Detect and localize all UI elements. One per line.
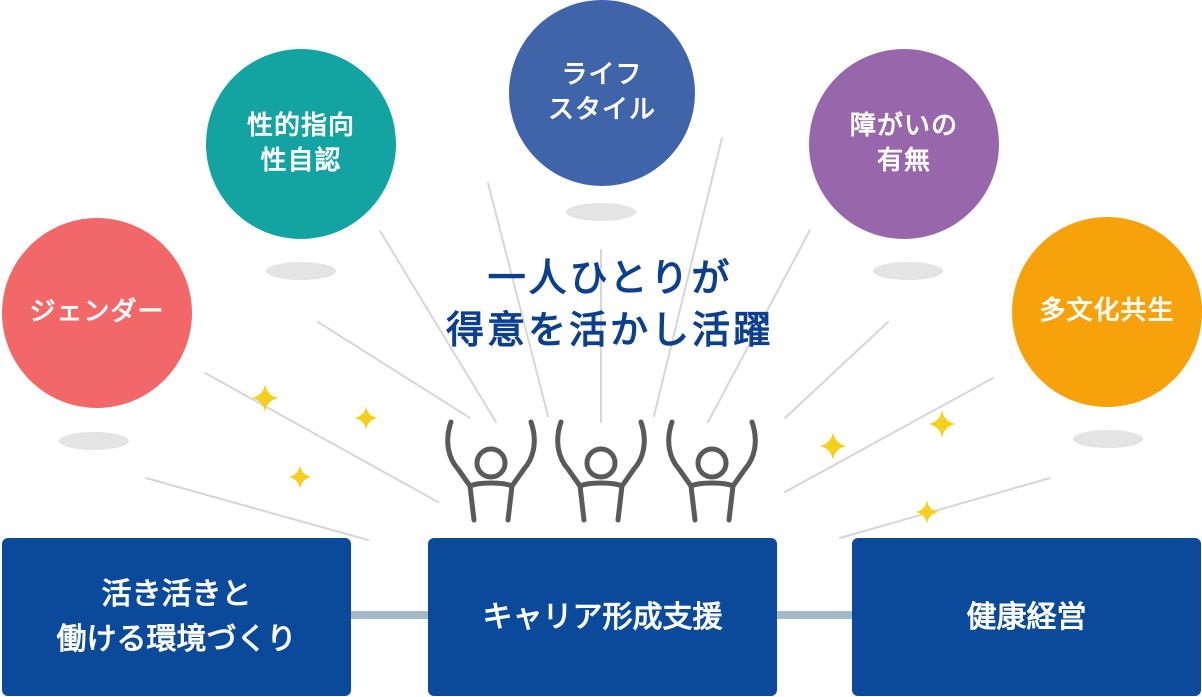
- attribute-label: ジェンダー: [29, 297, 165, 328]
- pillar-work-environment: 活き活きと 働ける環境づくり: [2, 538, 351, 696]
- attribute-disability: 障がいの 有無: [809, 49, 999, 239]
- attribute-sexual-orientation: 性的指向 性自認: [206, 49, 396, 239]
- circle-shadow: [566, 203, 636, 221]
- headline-line-1: 一人ひとりが: [487, 256, 733, 300]
- attribute-lifestyle: ライフ スタイル: [509, 0, 695, 186]
- person-cheering-icon: [558, 422, 645, 520]
- attribute-gender: ジェンダー: [2, 218, 192, 408]
- connector-line: [350, 611, 430, 619]
- pillar-health-management: 健康経営: [852, 538, 1201, 696]
- attribute-label: 多文化共生: [1039, 296, 1175, 327]
- headline-line-2: 得意を活かし活躍: [445, 308, 774, 353]
- pillar-label: 健康経営: [966, 599, 1087, 635]
- pillar-label: キャリア形成支援: [482, 599, 723, 635]
- circle-shadow: [59, 432, 129, 450]
- circle-shadow: [1073, 430, 1143, 448]
- person-cheering-icon: [448, 422, 535, 520]
- attribute-label: ライフ スタイル: [547, 59, 656, 125]
- pillar-career-development: キャリア形成支援: [428, 538, 777, 696]
- attribute-label: 性的指向 性自認: [246, 110, 355, 176]
- person-cheering-icon: [669, 422, 756, 520]
- attribute-multicultural: 多文化共生: [1012, 217, 1202, 407]
- connector-line: [776, 611, 854, 619]
- attribute-label: 障がいの 有無: [849, 110, 958, 176]
- pillar-label: 活き活きと 働ける環境づくり: [56, 577, 297, 657]
- circle-shadow: [266, 262, 336, 280]
- circle-shadow: [873, 262, 943, 280]
- headline: 一人ひとりが 得意を活かし活躍: [380, 252, 840, 357]
